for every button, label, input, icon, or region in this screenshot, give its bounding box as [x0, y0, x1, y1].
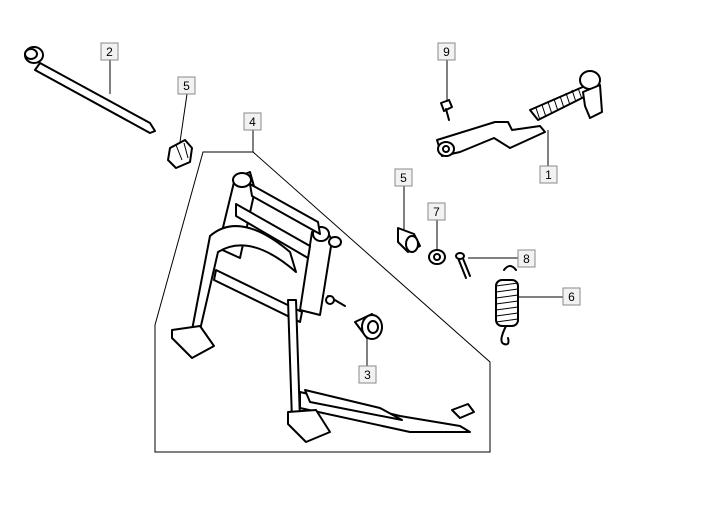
nut-part-top: [167, 139, 193, 169]
callout-number-7: 7: [433, 205, 440, 219]
callout-8: 8: [517, 249, 536, 268]
shaft-bolt-part: [24, 46, 156, 134]
callout-number-5-middle: 5: [400, 171, 407, 185]
center-stand-part: [171, 171, 475, 443]
callout-number-9: 9: [443, 45, 450, 59]
nut-part-middle: [397, 227, 421, 253]
small-bolt-part: [440, 99, 453, 121]
callout-4: 4: [243, 112, 262, 131]
callout-5-middle: 5: [394, 168, 413, 187]
assembly-outline: [154, 151, 491, 453]
kick-lever-part: [436, 70, 603, 157]
callout-1: 1: [539, 165, 558, 184]
callout-7: 7: [427, 202, 446, 221]
rubber-bumper-part: [354, 313, 383, 340]
callout-6: 6: [562, 287, 581, 306]
washer-part: [428, 249, 446, 265]
callout-9: 9: [437, 42, 456, 61]
callout-3: 3: [358, 365, 377, 384]
cotter-pin-part: [455, 252, 471, 279]
callout-2: 2: [100, 42, 119, 61]
leader-lines: [109, 60, 563, 366]
callout-number-3: 3: [364, 368, 371, 382]
callout-number-2: 2: [106, 45, 113, 59]
callout-number-5-top: 5: [183, 79, 190, 93]
callout-number-8: 8: [523, 252, 530, 266]
spring-part: [495, 265, 519, 346]
callout-number-6: 6: [568, 290, 575, 304]
callout-number-4: 4: [249, 115, 256, 129]
callout-number-1: 1: [545, 168, 552, 182]
callout-5-top: 5: [177, 76, 196, 95]
